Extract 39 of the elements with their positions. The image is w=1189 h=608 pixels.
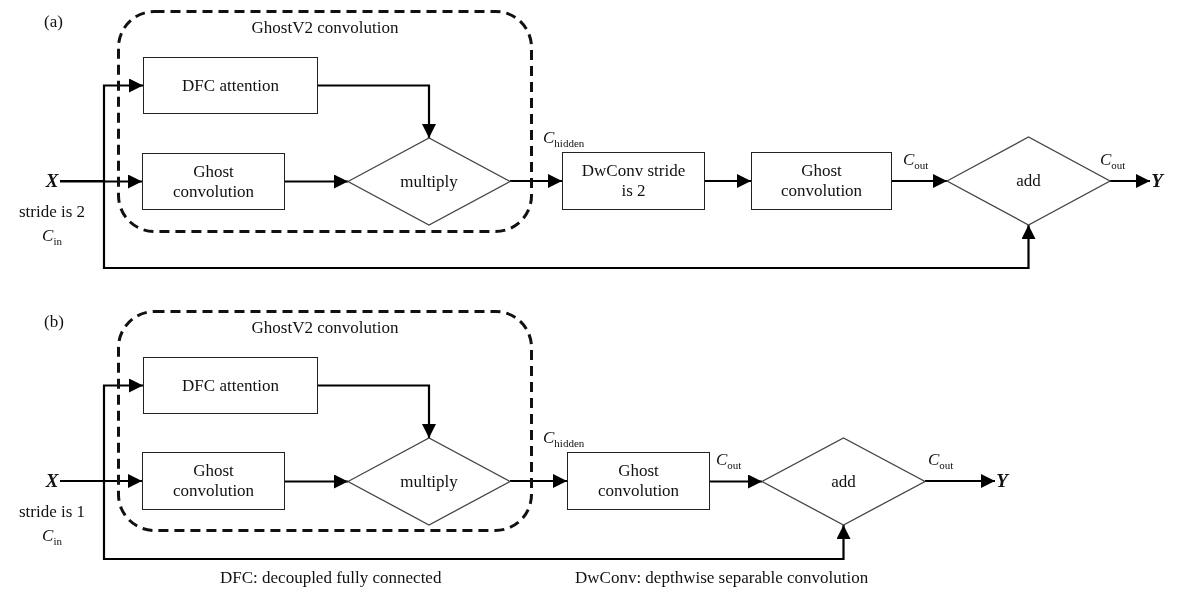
arrow (705, 174, 751, 188)
arrow (510, 174, 562, 188)
beside-label: stride is 2 (18, 202, 86, 222)
beside-label: C$_{in}$ (42, 226, 62, 248)
diamond-label: add (831, 471, 856, 492)
arrow (892, 174, 947, 188)
diamond-label: multiply (400, 171, 458, 192)
arrow (60, 479, 851, 561)
process-box: DFC attention (143, 57, 318, 114)
arrow (1110, 174, 1150, 188)
process-box: DwConv stride is 2 (562, 152, 705, 210)
beside-label: C$_{in}$ (42, 526, 62, 548)
beside-label: stride is 1 (18, 502, 86, 522)
arrow (285, 474, 348, 489)
arrow (318, 84, 436, 138)
diamond-label: add (1016, 171, 1041, 191)
footnote: DFC: decoupled fully connected (220, 568, 442, 588)
signal-label: X (44, 470, 60, 492)
process-box: Ghost convolution (142, 452, 285, 510)
arrow (318, 384, 436, 438)
signal-label: Y (1150, 170, 1164, 192)
process-box: Ghost convolution (751, 152, 892, 210)
arrow (925, 474, 995, 488)
process-box: DFC attention (143, 357, 318, 414)
panel-label: (a) (44, 12, 63, 32)
signal-label: Y (995, 470, 1009, 492)
group-title: GhostV2 convolution (251, 318, 399, 338)
panel-label: (b) (44, 312, 64, 332)
arrow (510, 474, 567, 488)
process-box: Ghost convolution (142, 153, 285, 210)
footnote: DwConv: depthwise separable convolution (575, 568, 869, 588)
signal-label: X (44, 170, 60, 192)
process-box: Ghost convolution (567, 452, 710, 510)
arrow (285, 174, 348, 189)
diamond-label: multiply (400, 471, 458, 492)
group-title: GhostV2 convolution (251, 18, 399, 38)
arrow (60, 179, 1036, 270)
arrow (60, 174, 142, 189)
arrow (710, 474, 762, 489)
